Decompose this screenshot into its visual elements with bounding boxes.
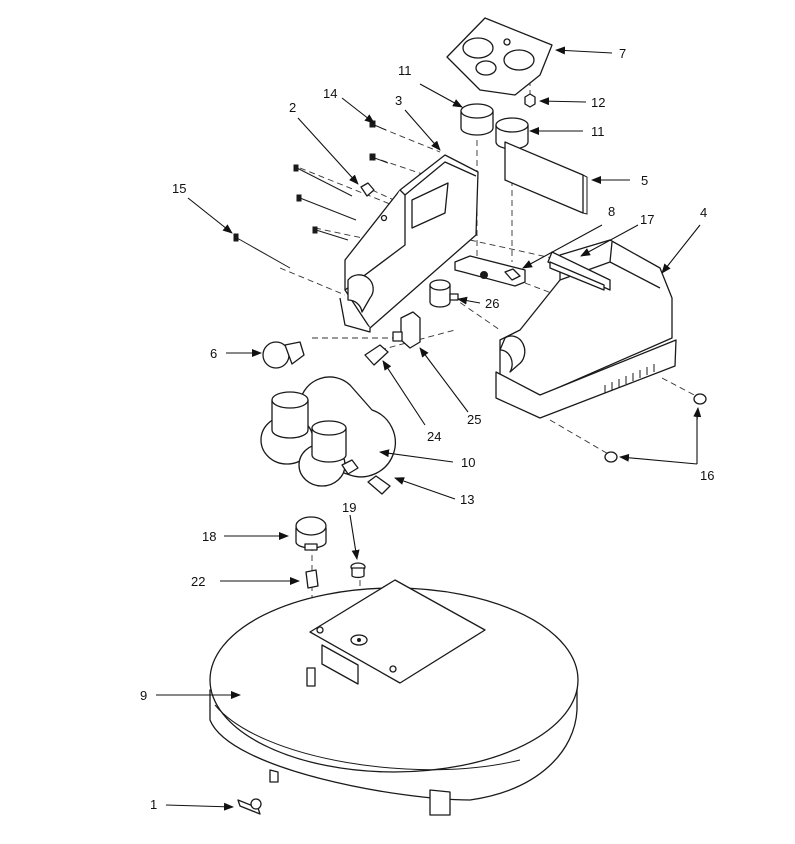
- part-5-panel: [504, 141, 588, 215]
- callout-6: 6: [210, 346, 217, 361]
- callout-19: 19: [342, 500, 356, 515]
- callout-10: 10: [461, 455, 475, 470]
- part-7-cover-plate: [446, 17, 553, 96]
- callout-8: 8: [608, 204, 615, 219]
- callout-9: 9: [140, 688, 147, 703]
- part-13-fitting: [367, 475, 391, 495]
- part-3-left-shroud: [339, 154, 479, 333]
- part-18-cap: [295, 516, 327, 551]
- callout-17: 17: [640, 212, 654, 227]
- part-12-nut: [524, 93, 536, 108]
- callout-16: 16: [700, 468, 714, 483]
- callout-5: 5: [641, 173, 648, 188]
- part-2-knob: [360, 182, 375, 197]
- part-15-bolts: [233, 164, 357, 269]
- callout-1: 1: [150, 797, 157, 812]
- callout-labels: 1 2 3 4 5 6 7 8 9 10 11 11 12 13 14 15 1…: [140, 46, 714, 812]
- callout-22: 22: [191, 574, 205, 589]
- callout-3: 3: [395, 93, 402, 108]
- callout-13: 13: [460, 492, 474, 507]
- part-16-nuts: [604, 393, 707, 463]
- part-19-valve: [350, 562, 366, 579]
- part-17-rod: [549, 261, 605, 291]
- callout-26: 26: [485, 296, 499, 311]
- part-9-tank: [209, 579, 579, 816]
- part-1-drain-valve: [237, 798, 262, 815]
- part-6-knob: [262, 341, 305, 369]
- callout-7: 7: [619, 46, 626, 61]
- part-11-cap-left: [460, 103, 494, 136]
- callout-15: 15: [172, 181, 186, 196]
- callout-4: 4: [700, 205, 707, 220]
- part-26-fitting: [429, 279, 459, 308]
- part-11-cap-right: [495, 117, 529, 150]
- callout-25: 25: [467, 412, 481, 427]
- callout-12: 12: [591, 95, 605, 110]
- callout-14: 14: [323, 86, 337, 101]
- part-14-screws: [369, 120, 389, 164]
- callout-11-top: 11: [398, 63, 412, 78]
- leader-lines: [156, 46, 702, 811]
- callout-2: 2: [289, 100, 296, 115]
- vent-slots: [604, 364, 655, 393]
- part-22-coupler: [305, 569, 319, 589]
- part-25-elbow: [392, 311, 421, 349]
- callout-18: 18: [202, 529, 216, 544]
- part-8-bracket: [454, 255, 526, 287]
- part-10-motor: [260, 376, 396, 487]
- part-24-coupler: [364, 344, 389, 366]
- part-4-right-shroud: [495, 239, 677, 419]
- callout-11-right: 11: [591, 124, 605, 139]
- callout-24: 24: [427, 429, 441, 444]
